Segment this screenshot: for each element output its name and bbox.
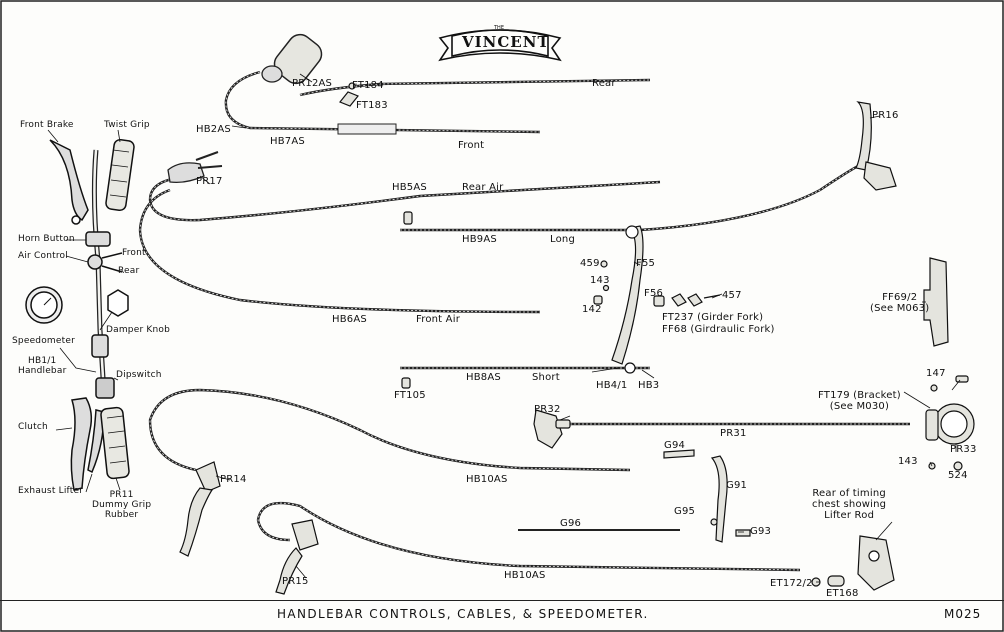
label-short: Short xyxy=(532,372,560,383)
label-hb1-handlebar: HB1/1 Handlebar xyxy=(18,356,67,376)
label-damper-knob: Damper Knob xyxy=(106,325,171,335)
label-et168: ET168 xyxy=(826,588,859,599)
label-pr14: PR14 xyxy=(220,474,247,485)
label-hb10as-lower: HB10AS xyxy=(504,570,546,581)
label-f55: F55 xyxy=(636,258,656,269)
label-142: 142 xyxy=(582,304,602,315)
label-pr33: PR33 xyxy=(950,444,977,455)
label-horn-button: Horn Button xyxy=(18,234,75,244)
label-pr32: PR32 xyxy=(534,404,561,415)
vincent-banner-logo xyxy=(438,29,562,62)
label-ff68: FF68 (Girdraulic Fork) xyxy=(662,324,775,335)
label-twist-grip: Twist Grip xyxy=(104,120,150,130)
footer-title: HANDLEBAR CONTROLS, CABLES, & SPEEDOMETE… xyxy=(277,607,649,621)
label-rear: Rear xyxy=(118,266,140,276)
label-rear-air: Rear Air xyxy=(462,182,504,193)
label-pr15: PR15 xyxy=(282,576,309,587)
label-459: 459 xyxy=(580,258,600,269)
brand-name: VINCENT xyxy=(462,33,550,51)
footer-code: M025 xyxy=(944,607,982,621)
brand-prefix: THE xyxy=(494,25,504,31)
label-long: Long xyxy=(550,234,575,245)
handlebar-assembly xyxy=(25,138,135,491)
label-pr16: PR16 xyxy=(872,110,899,121)
label-f56: F56 xyxy=(644,288,664,299)
label-hb9as: HB9AS xyxy=(462,234,497,245)
label-pr31: PR31 xyxy=(720,428,747,439)
cable-runs xyxy=(138,33,910,572)
label-g94: G94 xyxy=(664,440,686,451)
label-hb6as: HB6AS xyxy=(332,314,367,325)
label-cable-rear: Rear xyxy=(592,78,616,89)
label-524: 524 xyxy=(948,470,968,481)
label-457: 457 xyxy=(722,290,742,301)
label-speedometer: Speedometer xyxy=(12,336,75,346)
label-pr11-dummy-grip: PR11 Dummy Grip Rubber xyxy=(92,490,152,520)
label-ff69: FF69/2 (See M063) xyxy=(870,292,930,314)
label-g93: G93 xyxy=(750,526,772,537)
label-hb8as: HB8AS xyxy=(466,372,501,383)
label-hb41: HB4/1 xyxy=(596,380,628,391)
label-cable-front: Front xyxy=(458,140,485,151)
label-pr12as: PR12AS xyxy=(292,78,333,89)
label-143a: 143 xyxy=(590,275,610,286)
label-ft179: FT179 (Bracket) (See M030) xyxy=(818,390,901,412)
diagram-footer: HANDLEBAR CONTROLS, CABLES, & SPEEDOMETE… xyxy=(0,600,1004,632)
label-air-control: Air Control xyxy=(18,251,68,261)
label-147: 147 xyxy=(926,368,946,379)
label-hb10as-upper: HB10AS xyxy=(466,474,508,485)
small-parts xyxy=(179,82,975,595)
label-ft237: FT237 (Girder Fork) xyxy=(662,312,764,323)
label-ft183: FT183 xyxy=(356,100,388,111)
label-hb5as: HB5AS xyxy=(392,182,427,193)
label-et172: ET172/2 xyxy=(770,578,813,589)
label-g96: G96 xyxy=(560,518,582,529)
label-g95: G95 xyxy=(674,506,696,517)
label-exhaust-lifter: Exhaust Lifter xyxy=(18,486,84,496)
label-hb2as: HB2AS xyxy=(196,124,231,135)
label-hb3: HB3 xyxy=(638,380,660,391)
label-dipswitch: Dipswitch xyxy=(116,370,162,380)
label-front: Front xyxy=(122,248,146,258)
label-clutch: Clutch xyxy=(18,422,48,432)
handlebar-leaders xyxy=(47,129,121,493)
label-pr17: PR17 xyxy=(196,176,223,187)
label-timing-note: Rear of timing chest showing Lifter Rod xyxy=(812,488,887,521)
label-g91: G91 xyxy=(726,480,748,491)
label-front-air: Front Air xyxy=(416,314,461,325)
label-front-brake: Front Brake xyxy=(20,120,74,130)
label-143b: 143 xyxy=(898,456,918,467)
label-ft105: FT105 xyxy=(394,390,426,401)
label-hb7as: HB7AS xyxy=(270,136,305,147)
part-leaders xyxy=(199,73,961,583)
label-ft184: FT184 xyxy=(352,80,384,91)
